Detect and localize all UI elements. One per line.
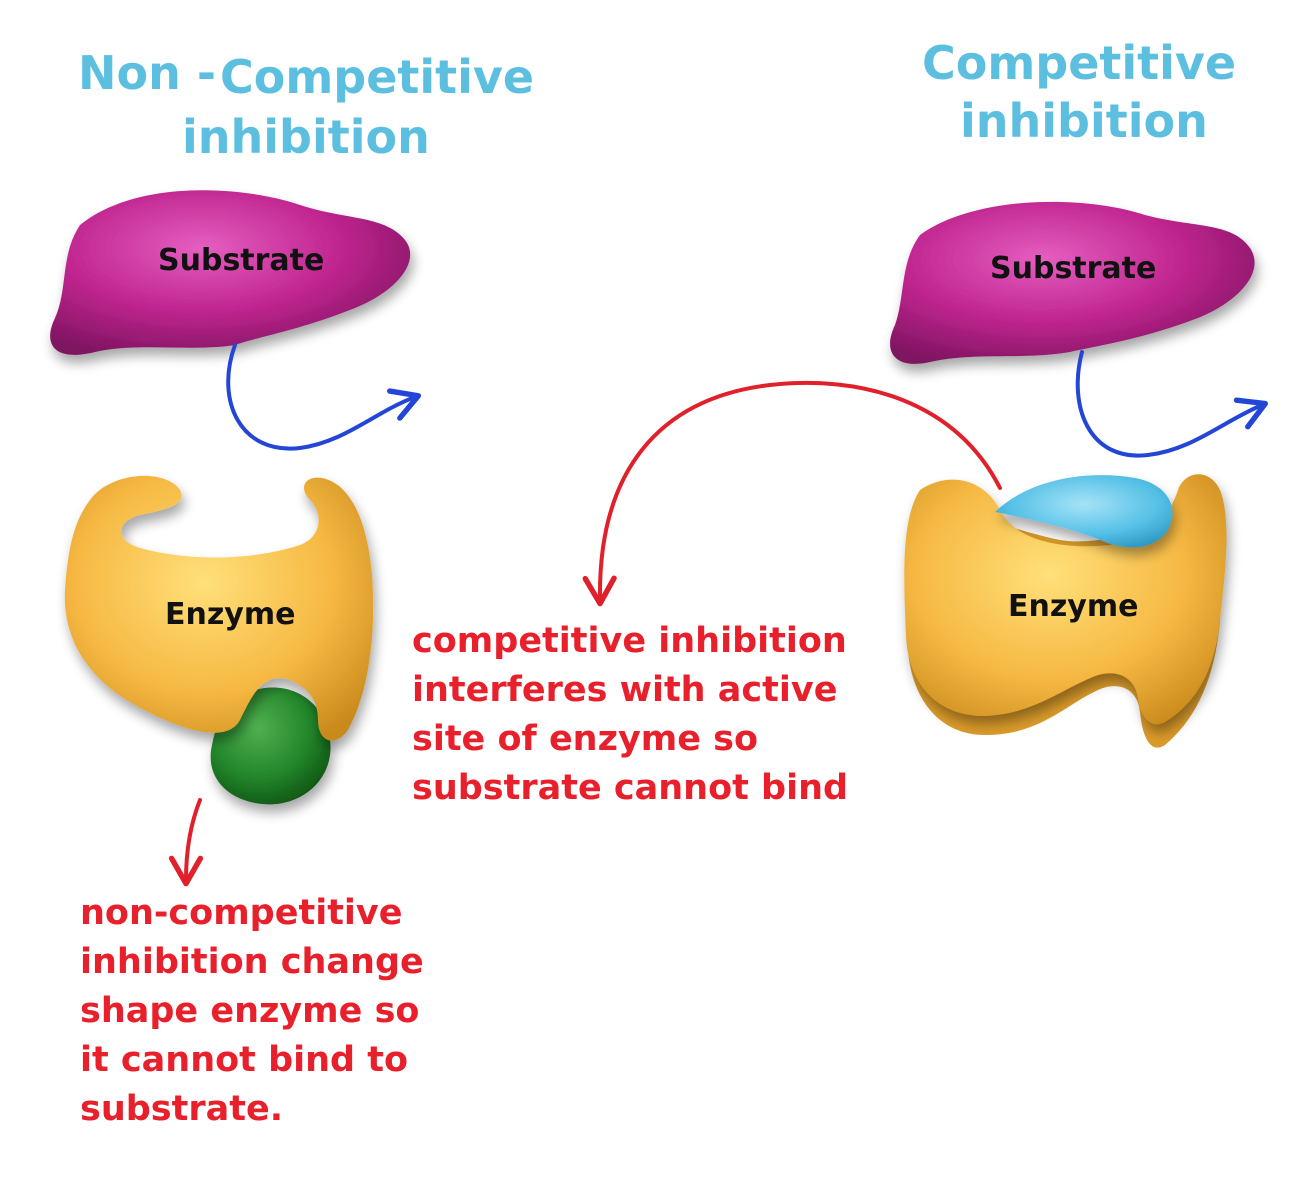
competitive-note-line: competitive inhibition — [412, 621, 847, 661]
competitive-inhibitor-shape — [995, 475, 1173, 548]
noncompetitive-note-arrow — [168, 798, 204, 887]
left-release-arrow — [226, 343, 422, 451]
right-substrate-label: Substrate — [990, 251, 1157, 286]
noncompetitive-note-line: inhibition change — [80, 942, 424, 982]
noncompetitive-note-line: non-competitive — [80, 893, 403, 933]
noncompetitive-note-line: it cannot bind to — [80, 1040, 409, 1080]
right-substrate-shape — [890, 201, 1255, 364]
left-title-prefix: Non - — [78, 46, 216, 100]
left-substrate-shape — [50, 190, 411, 355]
right-title-line2: inhibition — [960, 94, 1208, 148]
right-release-arrow — [1075, 350, 1269, 458]
left-enzyme-label: Enzyme — [165, 597, 296, 632]
right-enzyme-label: Enzyme — [1008, 589, 1139, 624]
competitive-note-line: substrate cannot bind — [412, 768, 849, 808]
noncompetitive-note-line: shape enzyme so — [80, 991, 420, 1031]
noncompetitive-note-line: substrate. — [80, 1089, 284, 1129]
competitive-note: competitive inhibition interferes with a… — [412, 617, 848, 813]
left-enzyme-shape — [64, 475, 374, 741]
noncompetitive-note: non-competitive inhibition change shape … — [80, 889, 424, 1134]
competitive-note-line: interferes with active — [412, 670, 838, 710]
left-title-line2: inhibition — [182, 110, 430, 164]
right-title-line1: Competitive — [922, 36, 1237, 90]
left-substrate-label: Substrate — [158, 243, 325, 278]
competitive-note-arrow — [582, 380, 1002, 607]
left-title-line1: Competitive — [220, 50, 535, 104]
competitive-note-line: site of enzyme so — [412, 719, 759, 759]
